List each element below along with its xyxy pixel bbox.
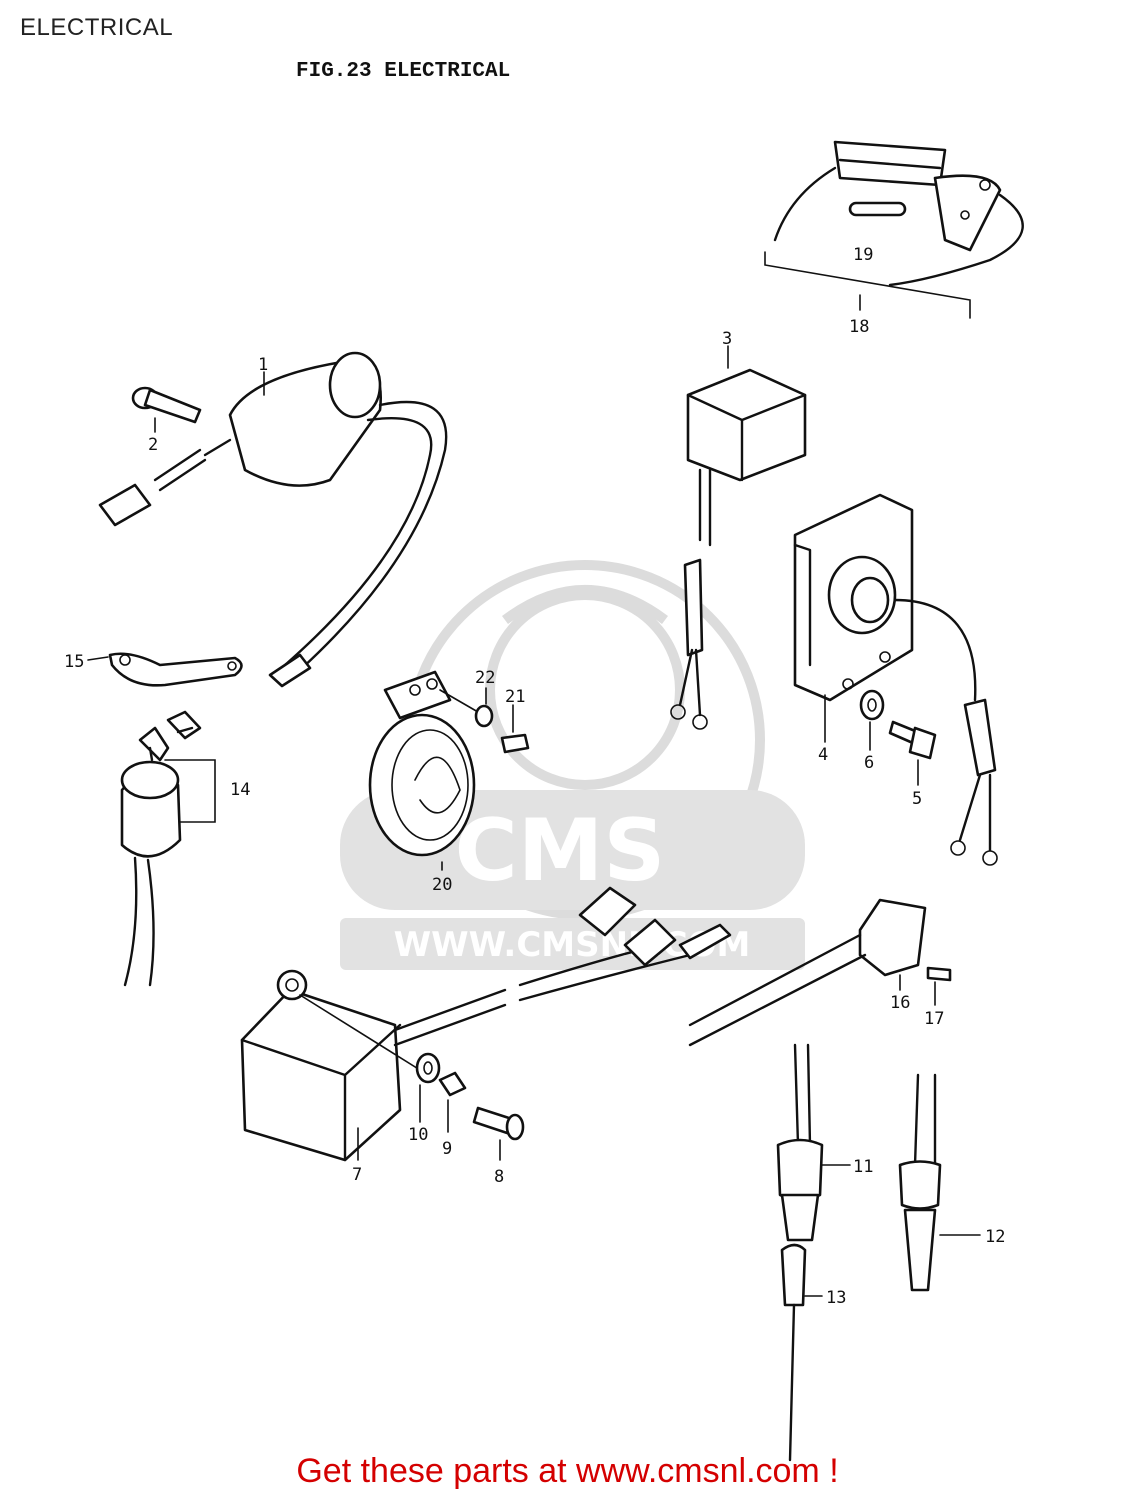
part-13-connector	[780, 1243, 807, 1462]
callout-16: 16	[890, 993, 910, 1013]
watermark-logo-text: CMS	[455, 801, 666, 901]
part-20-horn	[368, 670, 479, 857]
part-7-control-box	[240, 886, 732, 1162]
part-10-washer	[415, 1052, 441, 1084]
callout-8: 8	[494, 1167, 504, 1187]
callout-21: 21	[505, 687, 525, 707]
part-9-nut	[438, 1071, 467, 1097]
part-17-screw	[926, 966, 952, 982]
callout-12: 12	[985, 1227, 1005, 1247]
callout-4: 4	[818, 745, 828, 765]
part-5-bolt	[888, 720, 937, 760]
part-21-bolt	[500, 733, 530, 754]
callout-3: 3	[722, 329, 732, 349]
part-3-box	[670, 368, 807, 730]
callout-5: 5	[912, 789, 922, 809]
callout-13: 13	[826, 1288, 846, 1308]
callout-1: 1	[258, 355, 268, 375]
callout-14: 14	[230, 780, 250, 800]
callout-22: 22	[475, 668, 495, 688]
part-8-screw	[472, 1106, 525, 1141]
footer-parts-link[interactable]: Get these parts at www.cmsnl.com !	[296, 1452, 839, 1490]
callout-11: 11	[853, 1157, 873, 1177]
figure-title: FIG.23 ELECTRICAL	[296, 60, 510, 83]
callout-10: 10	[408, 1125, 428, 1145]
part-14-ignition-switch	[120, 710, 216, 987]
part-12-switch	[898, 1073, 942, 1292]
part-16-relay	[688, 898, 927, 1047]
leader-lines	[87, 345, 981, 1297]
part-4-regulator	[793, 493, 998, 866]
part-11-switch	[776, 1043, 824, 1242]
part-22-washer	[474, 704, 494, 728]
callout-20: 20	[432, 875, 452, 895]
callout-18: 18	[849, 317, 869, 337]
page-title: ELECTRICAL	[20, 14, 174, 41]
callout-19: 19	[853, 245, 873, 265]
part-15-bracket	[108, 652, 243, 687]
callout-2: 2	[148, 435, 158, 455]
callout-15: 15	[64, 652, 84, 672]
part-2-bolt	[131, 386, 202, 424]
callout-17: 17	[924, 1009, 944, 1029]
part-6-washer	[859, 689, 885, 721]
callout-labels: 1 2 3 4 5 6 7 8 9 10 11 12 13 14 15 16 1…	[64, 245, 1005, 1308]
part-1-ignition-coil	[98, 351, 448, 688]
callout-6: 6	[864, 753, 874, 773]
callout-7: 7	[352, 1165, 362, 1185]
part-18-harness	[764, 140, 1024, 319]
callout-9: 9	[442, 1139, 452, 1159]
